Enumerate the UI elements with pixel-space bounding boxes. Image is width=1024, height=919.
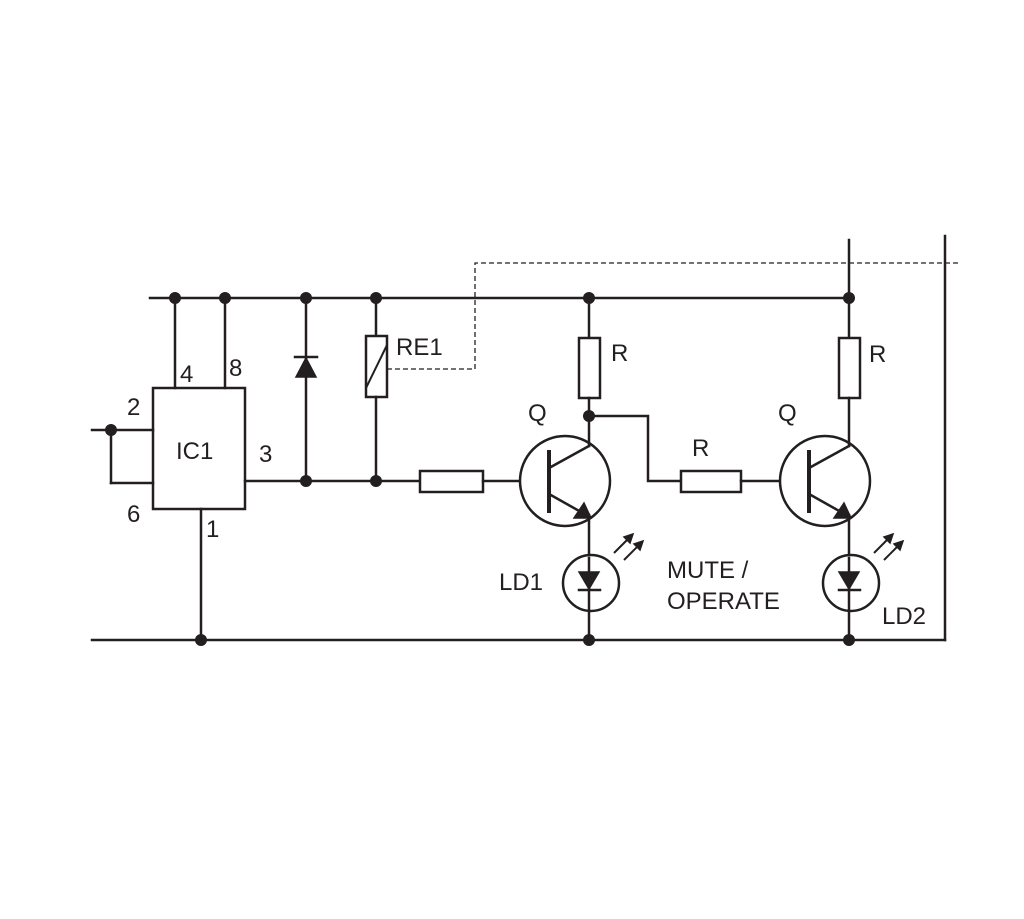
q2-collector-resistor [837,336,862,400]
q1-collector-resistor [577,336,602,400]
q1-emitter-arrow [572,501,593,519]
q2-base-resistor [679,469,743,494]
junction-relay-output [370,475,382,487]
junction-dots [105,292,855,646]
junction-q1-collector [583,410,595,422]
q2-emitter-arrow [832,501,853,519]
junction-relay-rail [370,292,382,304]
diode-symbol [294,356,318,378]
junction-ld1-ground [583,634,595,646]
q2-base-resistor-label: R [692,435,709,462]
q2-label: Q [778,400,797,427]
q2-collector-lead [807,444,851,470]
ic1-chip [151,386,247,511]
junction-r2-rail [843,292,855,304]
relay-label: RE1 [396,334,443,361]
ld2-light-arrows-icon [873,532,905,561]
q2-resistor-label: R [869,341,886,368]
junction-pin4-rail [169,292,181,304]
q1-label: Q [528,400,547,427]
q1-to-q2-link-wire [587,414,683,483]
pin-8-label: 8 [229,355,242,382]
junction-pin1-ground [195,634,207,646]
q1-resistor-label: R [611,340,628,367]
junction-pin2-input [105,424,117,436]
pin-1-label: 1 [206,516,219,543]
mute-operate-line1: MUTE / [667,557,749,584]
junction-r1-rail [583,292,595,304]
pin-2-label: 2 [127,394,140,421]
junction-diode-rail [300,292,312,304]
mute-operate-line2: OPERATE [667,588,780,615]
q2-emitter-lead [807,492,843,514]
ld1-diode-triangle [577,571,601,591]
junction-pin8-rail [219,292,231,304]
relay-linkage-dashed [387,262,960,370]
pin-6-label: 6 [127,501,140,528]
transistor-q1-body [518,434,612,528]
ld2-label: LD2 [882,603,926,630]
transistor-q2-body [778,434,872,528]
ld2-diode-triangle [837,571,861,591]
junction-ld2-ground [843,634,855,646]
q1-emitter-lead [547,492,583,514]
ld1-label: LD1 [499,569,543,596]
q1-base-resistor [418,469,485,494]
ic1-label: IC1 [176,438,213,465]
relay-coil-diagonal [365,344,388,389]
ld1-light-arrows-icon [613,532,645,561]
pin-4-label: 4 [180,361,193,388]
pin-3-label: 3 [259,441,272,468]
q1-collector-lead [547,444,591,470]
junction-diode-output [300,475,312,487]
